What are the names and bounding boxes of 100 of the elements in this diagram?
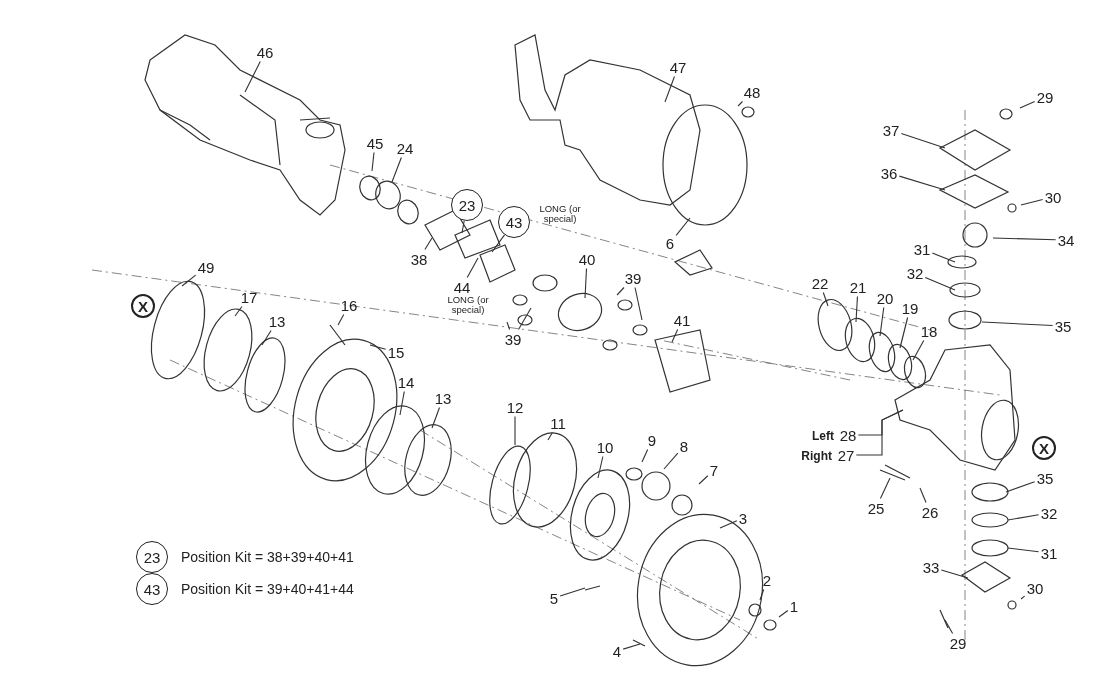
callout-number: 25 <box>866 499 886 517</box>
leader-line <box>466 257 479 279</box>
leader-line <box>778 610 789 618</box>
leader-line <box>855 409 904 456</box>
leader-line <box>514 415 516 446</box>
leader-line <box>879 477 891 500</box>
callout-number: 5 <box>548 589 560 607</box>
callout-number: 37 <box>881 121 901 139</box>
callout-number: 30 <box>1043 188 1063 206</box>
side-label: Left <box>812 429 834 443</box>
callout-number: 48 <box>742 83 762 101</box>
leader-line <box>1020 199 1044 206</box>
callout-number: 44 <box>452 278 472 296</box>
callout-number: 30 <box>1025 579 1045 597</box>
leader-line <box>597 455 604 479</box>
callout-number: 22 <box>810 274 830 292</box>
callout-number: 47 <box>668 58 688 76</box>
callout-number: 38 <box>409 250 429 268</box>
callout-number: 29 <box>948 634 968 652</box>
callout-number: 12 <box>505 398 525 416</box>
circled-callout-number: 23 <box>451 189 483 221</box>
callout-number: 26 <box>920 503 940 521</box>
leader-line <box>719 520 738 529</box>
leader-line <box>547 431 553 441</box>
note-text: LONG (or special) <box>446 295 490 315</box>
callout-number: 3 <box>737 509 749 527</box>
leader-line <box>244 60 261 93</box>
leader-line <box>737 100 744 107</box>
leader-line <box>517 307 532 331</box>
leader-line <box>337 313 345 326</box>
leader-line <box>931 252 956 263</box>
leader-line <box>506 321 511 331</box>
callout-number: 36 <box>879 164 899 182</box>
reference-mark: X <box>1032 436 1056 460</box>
callout-number: 33 <box>921 558 941 576</box>
callout-number: 9 <box>646 431 658 449</box>
leader-line <box>461 220 465 234</box>
note-text: LONG (or special) <box>538 204 582 224</box>
leader-line <box>944 619 954 635</box>
leader-line <box>616 286 625 296</box>
reference-mark: X <box>131 294 155 318</box>
callout-number: 13 <box>433 389 453 407</box>
callout-number: 40 <box>577 250 597 268</box>
callout-number: 21 <box>848 278 868 296</box>
leader-line <box>391 156 402 183</box>
callout-number: 10 <box>595 438 615 456</box>
callout-number: 19 <box>900 299 920 317</box>
callout-number: 16 <box>339 296 359 314</box>
callout-number: 49 <box>196 258 216 276</box>
leader-line <box>1007 547 1040 553</box>
leader-line <box>940 569 969 579</box>
callout-number: 27 <box>836 446 856 464</box>
leader-line <box>431 406 441 429</box>
leader-line <box>663 452 679 470</box>
leader-line <box>634 286 643 321</box>
leader-line <box>261 329 272 346</box>
callout-number: 39 <box>623 269 643 287</box>
callout-number: 31 <box>1039 544 1059 562</box>
circled-callout-number: 43 <box>498 206 530 238</box>
callout-number: 45 <box>365 134 385 152</box>
callout-number: 13 <box>267 312 287 330</box>
kit-note: Position Kit = 38+39+40+41 <box>181 549 354 565</box>
callout-number: 34 <box>1056 231 1076 249</box>
callout-number: 7 <box>708 461 720 479</box>
leader-line <box>641 448 649 463</box>
callout-number: 2 <box>761 571 773 589</box>
leader-line <box>181 274 197 287</box>
callout-number: 28 <box>838 426 858 444</box>
callout-number: 32 <box>1039 504 1059 522</box>
leader-line <box>399 390 405 416</box>
leader-line <box>1020 595 1026 600</box>
leader-line <box>898 175 946 191</box>
callout-number: 8 <box>678 437 690 455</box>
callout-number: 18 <box>919 322 939 340</box>
leader-line <box>900 132 946 149</box>
callout-number: 39 <box>503 330 523 348</box>
leader-line <box>924 276 956 291</box>
leader-line <box>855 295 858 323</box>
callout-number: 32 <box>905 264 925 282</box>
leader-line <box>424 237 433 251</box>
leader-line <box>559 587 586 597</box>
leader-line <box>622 643 641 650</box>
leader-line <box>879 306 885 337</box>
leader-line <box>234 305 243 317</box>
leader-line <box>919 487 927 504</box>
callout-number: 46 <box>255 43 275 61</box>
leader-line <box>992 237 1057 241</box>
side-label: Right <box>801 449 832 463</box>
leader-line <box>369 344 387 350</box>
leader-line <box>1005 481 1036 493</box>
leader-line <box>1019 101 1036 109</box>
callout-number: 29 <box>1035 88 1055 106</box>
callout-number: 31 <box>912 240 932 258</box>
leader-line <box>899 316 909 349</box>
callout-number: 35 <box>1035 469 1055 487</box>
leader-line <box>664 75 675 103</box>
callout-number: 6 <box>664 234 676 252</box>
leader-line <box>584 267 588 299</box>
callout-number: 4 <box>611 642 623 660</box>
callout-number: 14 <box>396 373 416 391</box>
